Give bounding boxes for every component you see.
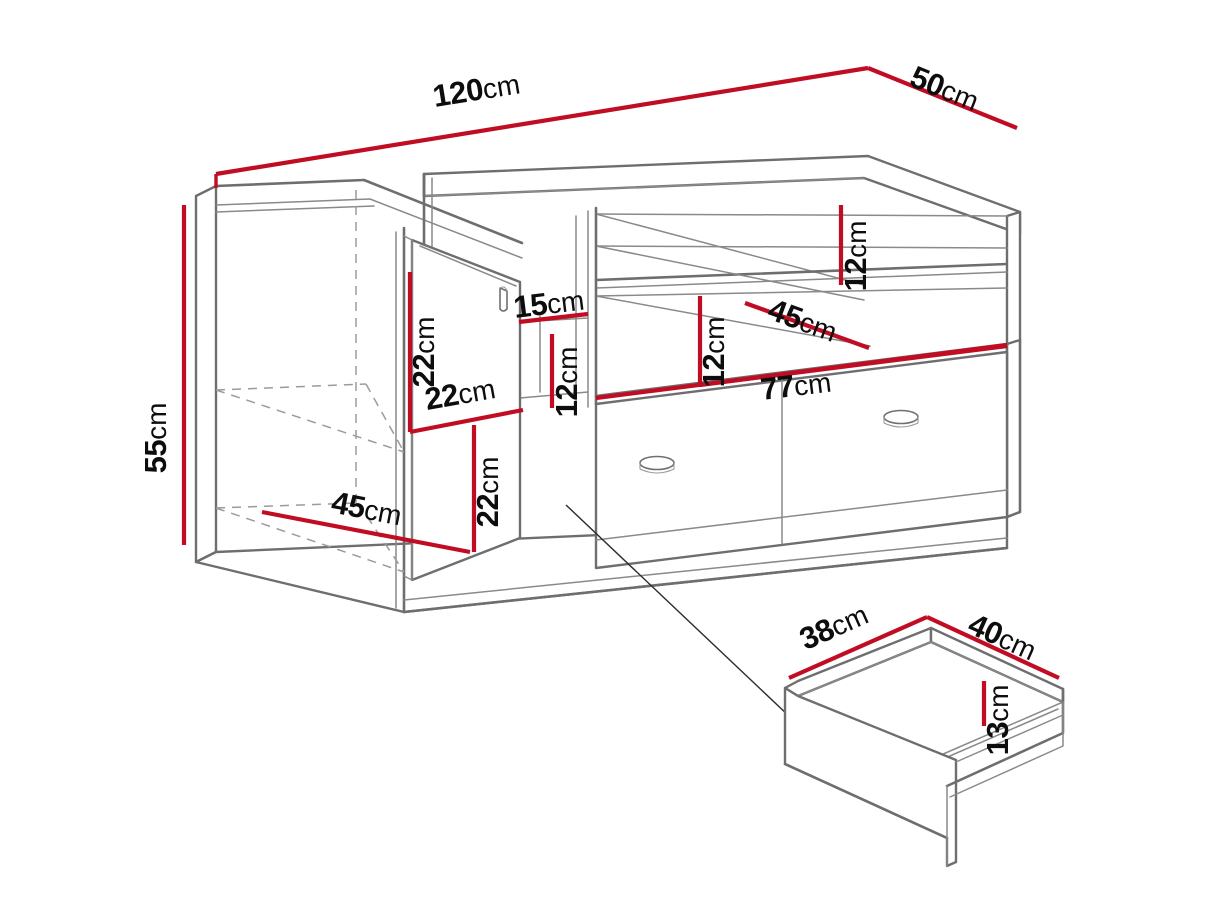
label-12-mid-unit: cm <box>552 347 583 384</box>
cabinet-front-bottom-edge-2 <box>403 537 1008 601</box>
right-shelf-lower-diag <box>595 295 871 347</box>
drawer-row-front <box>594 350 1009 570</box>
label-12-mid-value: 12 <box>549 384 584 417</box>
label-22-width: 22cm <box>422 370 498 417</box>
label-22-width-value: 22 <box>422 377 461 417</box>
label-12-right-lower: 12cm <box>696 317 731 388</box>
label-22-lower-value: 22 <box>470 494 505 527</box>
drawer-inner-rim-right <box>930 641 1064 703</box>
label-15-unit: cm <box>545 285 586 320</box>
label-12-right-lower-unit: cm <box>699 317 730 354</box>
left-compartment-top-rim <box>362 178 524 245</box>
top-panel-right <box>422 154 1022 236</box>
right-shelf-back-top <box>595 213 1008 217</box>
drawer-detail-leader-line <box>565 504 791 718</box>
dim-line-77 <box>595 343 1008 401</box>
label-45-right: 45cm <box>764 292 843 349</box>
cabinet-front-bottom-edge <box>402 546 1009 614</box>
dim-line-15 <box>518 311 589 325</box>
label-120: 120cm <box>430 65 522 114</box>
dim-line-45-left <box>261 509 471 555</box>
label-77: 77cm <box>759 364 834 407</box>
dim-line-22-width <box>409 407 524 435</box>
label-12-right-upper-value: 12 <box>838 258 873 291</box>
label-22-upper-unit: cm <box>409 317 440 354</box>
dimension-lines-main <box>181 65 1018 555</box>
label-12-mid: 12cm <box>549 347 584 418</box>
hidden-floor-back <box>215 502 359 509</box>
drawer-inner-rim-left <box>797 641 932 697</box>
hidden-floor-right <box>357 502 405 573</box>
drawer-detail-box: 38cm 40cm 13cm <box>783 599 1065 868</box>
drawer-front-panel-edge <box>783 762 949 840</box>
dim-line-45-right <box>744 301 870 350</box>
label-22-width-unit: cm <box>456 373 498 410</box>
hidden-shelf-right <box>365 383 405 453</box>
left-side-panel <box>194 184 218 564</box>
left-drawer-handle-icon[interactable] <box>639 455 675 474</box>
left-compartment-top-back <box>214 178 366 188</box>
dimension-labels-main: 120cm 50cm 55cm 45cm 22cm 22cm 22cm 15cm… <box>138 59 984 533</box>
dim-line-40 <box>926 615 1060 680</box>
left-compartment-inner-rim-2 <box>215 205 375 213</box>
label-12-right-upper-unit: cm <box>841 221 872 258</box>
label-45-left: 45cm <box>329 485 405 533</box>
label-22-lower: 22cm <box>470 457 505 528</box>
label-55-value: 55 <box>138 440 173 474</box>
label-22-upper-value: 22 <box>406 354 441 387</box>
right-shelf-mid-front-2 <box>595 271 1008 289</box>
label-50: 50cm <box>905 59 984 118</box>
label-12-right-upper: 12cm <box>838 221 873 292</box>
top-panel-right-under <box>423 177 865 197</box>
right-side-panel-lower <box>1005 338 1022 519</box>
right-shelf-mid-back <box>595 245 1008 249</box>
dim-line-38 <box>788 615 928 680</box>
label-22-upper: 22cm <box>406 317 441 388</box>
right-drawer-handle-icon[interactable] <box>883 409 919 428</box>
main-cabinet <box>194 154 1022 614</box>
label-120-unit: cm <box>480 68 522 105</box>
drawer-right-outer-wall-2 <box>949 701 1064 798</box>
drawer-base-edge <box>955 714 1064 763</box>
label-13: 13cm <box>980 685 1015 756</box>
label-55: 55cm <box>138 403 173 474</box>
dim-line-50 <box>867 66 1018 130</box>
right-shelf-upper-diag <box>595 213 865 286</box>
label-22-lower-unit: cm <box>473 457 504 494</box>
right-shelf-lower-back <box>595 287 1008 297</box>
right-shelf-mid-front <box>594 262 1009 282</box>
label-13-unit: cm <box>983 685 1014 722</box>
hidden-shelf-front <box>215 389 405 453</box>
left-cabinet-door-inner <box>419 245 517 287</box>
label-77-value: 77 <box>759 368 797 407</box>
label-13-value: 13 <box>980 722 1015 756</box>
label-15: 15cm <box>512 282 587 325</box>
label-15-value: 15 <box>512 286 550 325</box>
dim-line-120 <box>215 65 869 177</box>
drawer-inner-floor-right <box>933 701 1064 759</box>
label-45-left-value: 45 <box>329 485 369 526</box>
label-55-unit: cm <box>141 403 172 440</box>
drawer-bottom-edge <box>595 489 1008 541</box>
hidden-shelf-back <box>215 383 367 391</box>
door-handle-icon[interactable] <box>499 286 508 312</box>
label-45-left-unit: cm <box>362 494 405 532</box>
left-compartment-inner-rim <box>215 198 523 259</box>
label-120-value: 120 <box>430 71 485 114</box>
hidden-floor-front <box>215 507 405 573</box>
label-77-unit: cm <box>792 367 833 402</box>
label-12-right-lower-value: 12 <box>696 354 731 387</box>
right-side-panel <box>1005 210 1022 346</box>
